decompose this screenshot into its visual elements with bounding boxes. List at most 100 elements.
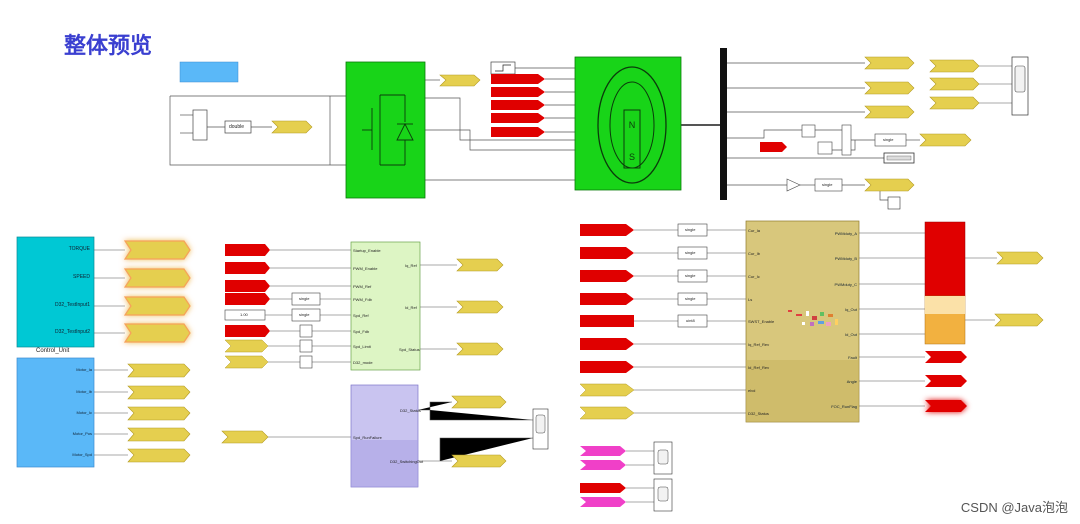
fault-block-shade [351,440,418,487]
speed-input-label-6: Spd_Limit [353,344,371,349]
sensor-output-label-2: Motor_Ic [76,410,92,415]
foc-output-label-6: Angle [846,379,857,384]
foc-output-label-0: PWMduty_A [834,231,857,236]
foc-input-label-1: Cur_Ib [748,251,761,256]
unit-delay-block[interactable] [801,124,816,138]
foc-input-label-2: Cur_Ic [748,274,760,279]
single-cast-block-d[interactable] [291,308,321,322]
terminator-block[interactable] [887,196,901,210]
foc-output-label-7: FOC_RunFlag [831,404,857,409]
constant-label: 1.00 [240,312,248,317]
foc-input-label-8: D32_Status [748,411,769,416]
pwm-input-tags[interactable] [579,224,635,420]
pwm-goto-tag[interactable] [996,251,1044,265]
goto-tag[interactable] [271,120,313,134]
speed-input-label-2: PWM_Ref [353,284,372,289]
control-output-label-0: TORQUE [68,246,90,252]
double-cast-block[interactable] [224,120,252,134]
page-title: 整体预览 [64,34,153,59]
gain-block[interactable] [786,178,801,192]
fault-output-tags[interactable] [451,395,507,468]
speed-loop-block[interactable] [350,241,421,371]
motor-stator-symbol [597,66,667,184]
single-cast-block-f[interactable] [677,246,708,260]
red-from-tag[interactable] [760,142,787,152]
pink-from-tags[interactable] [580,446,626,507]
single-cast-block-c[interactable] [291,292,321,306]
pink-wiring [626,450,654,503]
fault-input-tag[interactable] [221,430,269,444]
sensor-block[interactable] [16,357,95,468]
speed-input-label-7: D32_mode [353,360,373,365]
speed-input-label-0: Startup_Enable [353,248,381,253]
foc-cast-label-2: single [685,273,696,278]
control-output-label-3: D32_TestInput2 [54,329,90,335]
foc-input-label-4: SWST_Enable [748,319,775,324]
double-cast-label: double [229,124,245,130]
bus-wiring [727,62,920,201]
control-output-label-1: SPEED [73,274,90,280]
convert-block-c[interactable] [299,355,313,369]
converter-wiring [169,67,720,181]
orange-goto-tag[interactable] [994,313,1044,327]
pwm-output-block-red[interactable] [924,221,966,297]
mid-output-tags[interactable] [456,258,504,356]
fault-output-label-0: D32_Status [400,408,421,413]
right-goto-tags[interactable] [929,59,980,110]
bus-goto-tags[interactable] [864,56,972,192]
foc-output-label-4: Id_Out [844,332,857,337]
single-cast-block-g[interactable] [677,269,708,283]
single-cast-block-a[interactable] [874,133,907,147]
single-cast-label-c: single [299,296,310,301]
orange-block-highlight [925,296,965,314]
igbt-symbol [362,94,414,166]
speed-input-label-4: Spd_Ref [353,313,369,318]
magnet-south-icon: S [629,152,635,162]
control-unit-block[interactable] [16,236,95,348]
foc-inner-marks [788,310,838,326]
magnet-icon [623,109,641,169]
foc-input-label-5: Iq_Ref_Rev [748,342,770,347]
sensor-output-label-1: Motor_Ib [76,389,92,394]
red-from-tags[interactable] [491,74,545,137]
control-unit-wiring [94,249,128,456]
foc-input-label-6: Id_Ref_Rev [748,365,770,370]
foc-block-shade [746,360,859,422]
sensor-output-label-0: Motor_Ia [76,367,92,372]
foc-output-label-1: PWMduty_B [834,256,857,261]
single-cast-block-e[interactable] [677,223,708,237]
mid-input-tags[interactable] [224,244,270,369]
selector-block[interactable] [192,109,208,141]
abs-block[interactable] [817,141,833,155]
sensor-goto-tags[interactable] [127,363,191,463]
foc-output-label-2: PWMduty_C [834,282,857,287]
mux-block[interactable] [841,124,852,156]
foc-output-red-tags[interactable] [925,351,967,412]
fault-input-label: Spd_RunFailure [353,435,382,440]
control-output-label-2: D32_TestInput1 [54,302,90,308]
foc-cast-label-0: single [685,227,696,232]
foc-output-label-5: Fault [848,355,857,360]
scope-wiring [979,65,1012,104]
blue-input-block[interactable] [179,61,239,83]
control-goto-tags[interactable] [123,240,191,343]
foc-input-label-3: Ls [748,297,753,302]
speed-output-label-1: Id_Ref [405,305,417,310]
foc-cast-label-4: uint8 [686,318,695,323]
foc-input-label-7: elvd [748,388,756,393]
speed-output-label-2: Spd_Status [399,347,420,352]
convert-block-b[interactable] [299,339,313,353]
sensor-output-label-4: Motor_Spd [72,452,92,457]
goto-tag[interactable] [439,74,481,87]
speed-input-label-3: PWM_Fdb [353,297,372,302]
foc-input-label-0: Cur_Ia [748,228,761,233]
single-cast-block-h[interactable] [677,292,708,306]
convert-block-a[interactable] [299,324,313,338]
bus-selector[interactable] [720,48,727,200]
inverter-block[interactable] [345,61,426,199]
speed-input-label-1: PWM_Enable [353,266,378,271]
uint8-cast-block[interactable] [677,314,708,328]
single-cast-label-d: single [299,312,310,317]
single-cast-block-b[interactable] [814,178,843,192]
